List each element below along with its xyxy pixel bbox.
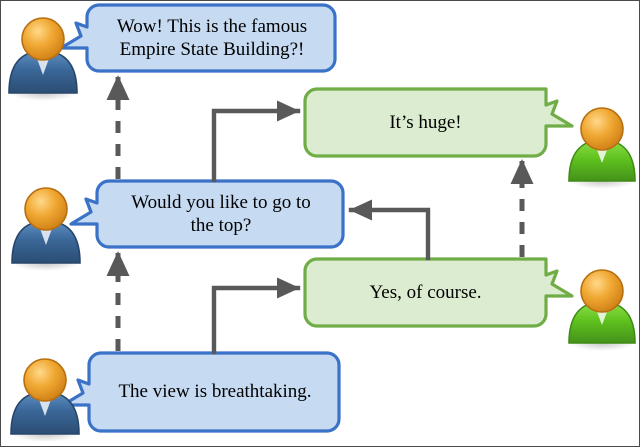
bubble-its-huge[interactable] bbox=[303, 87, 574, 158]
elbow-yes-to-would bbox=[348, 199, 431, 261]
avatar-blue-middle[interactable] bbox=[11, 187, 81, 271]
bubble-the-view[interactable] bbox=[61, 351, 341, 433]
elbow-view-to-yes bbox=[211, 277, 301, 355]
bubble-wow[interactable] bbox=[59, 3, 337, 73]
avatar-blue-top[interactable] bbox=[8, 17, 78, 101]
avatar-green-bottom[interactable] bbox=[568, 269, 636, 351]
bubble-would-you-like[interactable] bbox=[69, 179, 345, 249]
bubble-yes-of-course[interactable] bbox=[303, 257, 574, 328]
avatar-green-top[interactable] bbox=[568, 107, 636, 189]
elbow-would-to-huge bbox=[211, 100, 301, 183]
avatar-blue-bottom[interactable] bbox=[10, 358, 80, 442]
